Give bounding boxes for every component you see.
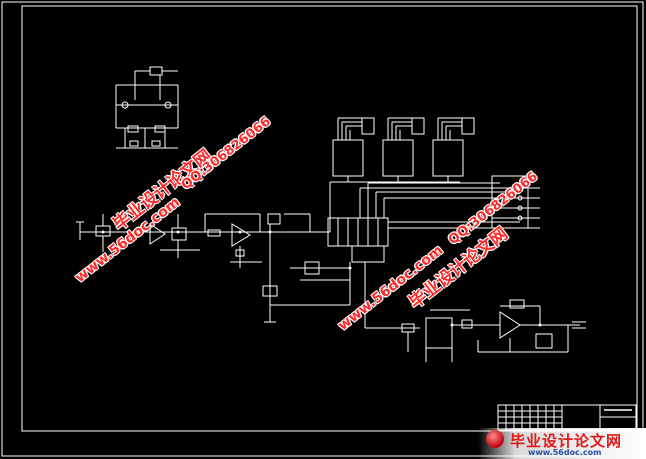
signal-chain-left: [76, 213, 330, 323]
display-drivers: [332, 117, 475, 182]
power-supply-block: [115, 66, 179, 149]
keypad-block: [491, 175, 540, 229]
junction-dots: [101, 230, 542, 327]
output-stage: [365, 299, 586, 362]
drawing-frame-inner: [21, 5, 638, 432]
logo-ball-icon: [486, 430, 504, 448]
logo-url: www.56doc.com: [528, 448, 602, 457]
logo-title: 毕业设计论文网: [510, 432, 623, 450]
title-block: [497, 404, 637, 431]
logo-banner: [478, 428, 646, 459]
